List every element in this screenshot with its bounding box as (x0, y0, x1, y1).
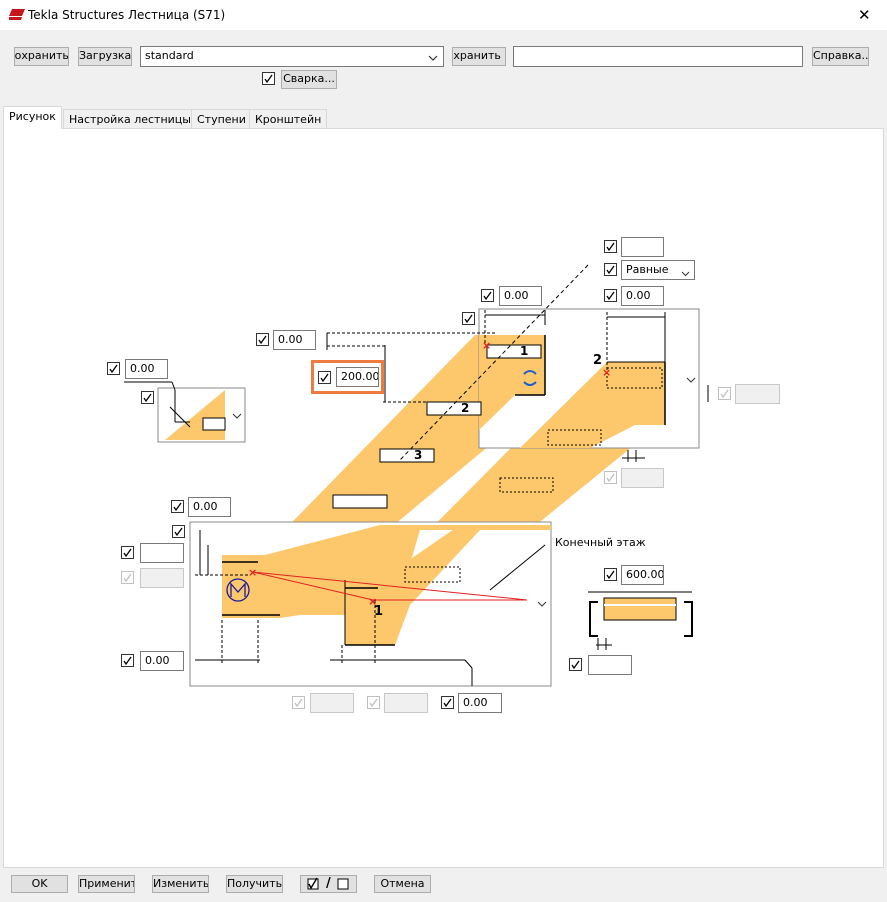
title-bar (0, 0, 887, 30)
highlighted-input[interactable]: 200.00 (336, 367, 379, 387)
left-detail-checkbox-2[interactable] (141, 391, 154, 404)
end-floor-below-checkbox[interactable] (569, 658, 582, 671)
preset-value: standard (145, 49, 194, 62)
weld-checkbox[interactable] (262, 72, 275, 85)
modify-button[interactable]: Изменить (152, 875, 209, 893)
close-icon[interactable]: ✕ (858, 6, 871, 24)
tab-steps[interactable]: Ступени (191, 109, 252, 129)
toggle-all-button[interactable]: / (300, 875, 357, 893)
upper-right-offset-input[interactable]: 0.00 (621, 286, 664, 306)
end-floor-below-input[interactable] (588, 655, 632, 675)
cancel-button[interactable]: Отмена (374, 875, 431, 893)
red-marker-lower-left: × (248, 566, 258, 579)
left-detail-input[interactable]: 0.00 (125, 359, 168, 379)
bottom-input-b[interactable] (384, 693, 428, 713)
tab-stair-settings[interactable]: Настройка лестницы (63, 109, 197, 129)
end-floor-label: Конечный этаж (555, 536, 646, 549)
tab-bracket[interactable]: Кронштейн (249, 109, 328, 129)
below-upper-input[interactable] (621, 468, 664, 488)
right-side-input[interactable] (735, 384, 780, 404)
mid-offset-checkbox[interactable] (256, 333, 269, 346)
step-label-1: 1 (520, 344, 529, 358)
left-detail-checkbox-1[interactable] (107, 362, 120, 375)
lower-left-input-a[interactable] (140, 543, 184, 563)
save-as-input[interactable] (513, 46, 803, 67)
right-side-checkbox[interactable] (718, 387, 731, 400)
lower-left-checkbox-c[interactable] (121, 654, 134, 667)
spacing-mode-checkbox[interactable] (604, 263, 617, 276)
top-right-input[interactable] (621, 237, 664, 257)
red-marker-upper-left: × (482, 339, 492, 352)
lower-left-input-b[interactable] (140, 568, 184, 588)
upper-mark-number: 2 (593, 353, 603, 368)
ok-button[interactable]: OK (11, 875, 68, 893)
bottom-input-a[interactable] (310, 693, 354, 713)
below-upper-checkbox[interactable] (604, 471, 617, 484)
chevron-down-icon[interactable] (681, 267, 690, 280)
lower-top-input[interactable]: 0.00 (188, 497, 231, 517)
save-button[interactable]: Сохранить (14, 47, 69, 66)
app-icon (9, 9, 25, 21)
help-button[interactable]: Справка... (812, 47, 869, 66)
bottom-checkbox-b[interactable] (367, 696, 380, 709)
bottom-checkbox-c[interactable] (441, 696, 454, 709)
lower-box-checkbox[interactable] (172, 525, 185, 538)
upper-left-offset-input[interactable]: 0.00 (499, 286, 542, 306)
end-floor-width-input[interactable]: 600.00 (621, 565, 664, 585)
end-floor-width-checkbox[interactable] (604, 568, 617, 581)
red-marker-upper-right: × (602, 366, 612, 379)
bottom-checkbox-a[interactable] (292, 696, 305, 709)
apply-button[interactable]: Применить (78, 875, 135, 893)
spacing-mode-select[interactable]: Равные (621, 260, 695, 280)
toggle-separator: / (326, 876, 331, 891)
lower-left-checkbox-b[interactable] (121, 571, 134, 584)
upper-right-offset-checkbox[interactable] (604, 289, 617, 302)
tab-drawing[interactable]: Рисунок (3, 106, 62, 129)
bottom-input-c[interactable]: 0.00 (458, 693, 502, 713)
mid-offset-input[interactable]: 0.00 (273, 330, 316, 350)
tab-panel (3, 128, 884, 868)
highlighted-checkbox[interactable] (318, 371, 331, 384)
lower-left-checkbox-a[interactable] (121, 546, 134, 559)
step-label-2: 2 (461, 401, 470, 415)
top-right-checkbox-1[interactable] (604, 240, 617, 253)
window-title: Tekla Structures Лестница (S71) (28, 8, 226, 22)
lower-mark-number: 1 (374, 604, 384, 619)
lower-left-input-c[interactable]: 0.00 (140, 651, 184, 671)
weld-button[interactable]: Сварка... (281, 70, 337, 89)
highlight-box (311, 360, 384, 394)
upper-left-offset-checkbox[interactable] (481, 289, 494, 302)
red-marker-lower-right: × (368, 595, 378, 608)
load-button[interactable]: Загрузка (78, 47, 132, 66)
lower-top-checkbox[interactable] (171, 500, 184, 513)
step-label-3: 3 (414, 448, 423, 462)
chevron-down-icon[interactable] (428, 52, 438, 65)
preset-select[interactable]: standard (140, 46, 444, 67)
spacing-mode-value: Равные (626, 263, 669, 276)
save-as-button[interactable]: Сохранить как (452, 47, 506, 66)
upper-box-checkbox[interactable] (462, 312, 475, 325)
get-button[interactable]: Получить (226, 875, 283, 893)
